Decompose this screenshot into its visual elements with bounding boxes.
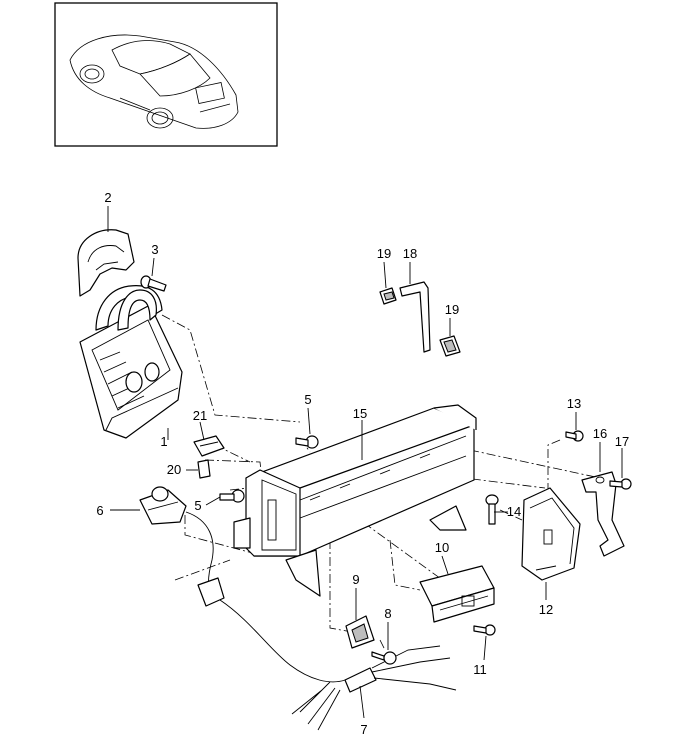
vehicle-thumbnail [54,2,278,147]
part-17-screw [609,478,632,490]
part-5-screw-upper [295,435,319,449]
part-9-clip [345,615,375,649]
leader-lines [107,206,623,719]
callout-labels: 1 2 3 5 5 6 7 8 9 10 11 12 13 14 15 16 1… [96,190,629,737]
callout-5-lower: 5 [194,498,201,513]
callout-8: 8 [384,606,391,621]
callout-19-lower: 19 [445,302,459,317]
part-1-bracket [79,285,183,439]
callout-2: 2 [104,190,111,205]
part-19-clip-lower [439,335,461,357]
part-18-rod [399,281,431,353]
part-19-clip-upper [379,287,397,305]
callout-11: 11 [473,662,487,677]
part-12-module [521,487,581,581]
part-20-clip [197,459,211,479]
callout-18: 18 [403,246,417,261]
callout-16: 16 [593,426,607,441]
callout-1: 1 [160,434,167,449]
callout-7: 7 [360,722,367,737]
callout-6: 6 [96,503,103,518]
part-15-main-frame [233,404,477,597]
callout-15: 15 [353,406,367,421]
callout-17: 17 [615,434,629,449]
part-2-handle-cover [77,229,135,297]
part-14-bolt [485,494,499,525]
callout-10: 10 [435,540,449,555]
car-icon [69,34,239,129]
part-10-control-unit [419,565,495,623]
part-7-wiring-harness [185,511,457,731]
callout-9: 9 [352,572,359,587]
part-5-screw-lower [219,489,245,503]
callout-5-upper: 5 [304,392,311,407]
callout-12: 12 [539,602,553,617]
callout-13: 13 [567,396,581,411]
callout-21: 21 [193,408,207,423]
part-21-clip [193,435,225,457]
callout-3: 3 [151,242,158,257]
callout-19-upper: 19 [377,246,391,261]
part-3-screw [140,275,167,292]
callout-20: 20 [167,462,181,477]
part-11-screw [473,624,496,636]
part-6-sensor [139,486,187,525]
callout-14: 14 [507,504,521,519]
part-8-screw [371,651,397,665]
part-13-screw [565,430,584,442]
